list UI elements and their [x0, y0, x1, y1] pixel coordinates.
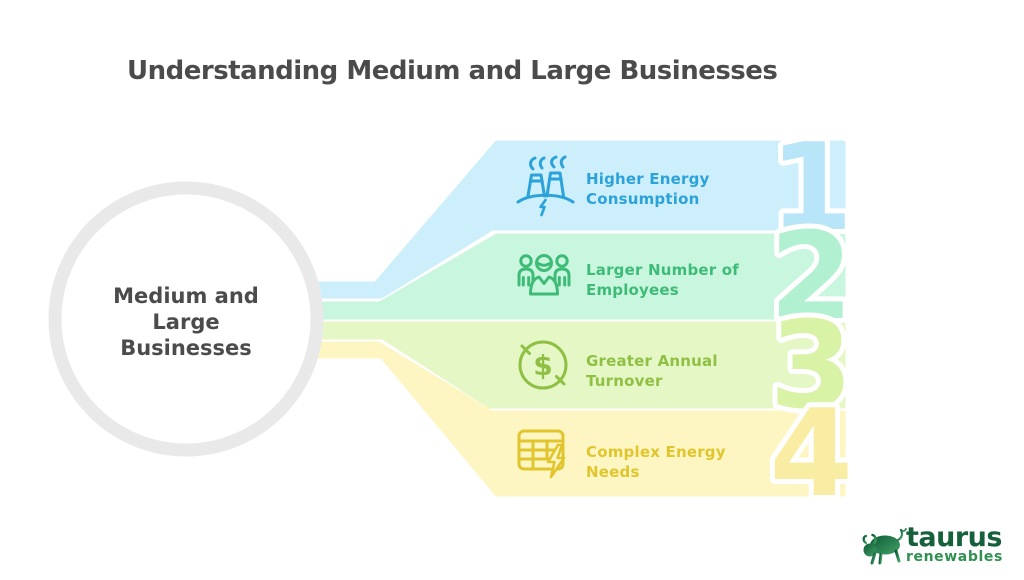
band-ribbon-4: [302, 341, 846, 497]
logo-subbrand-name: renewables: [906, 549, 1003, 565]
dollar-coin-icon: $: [518, 340, 568, 390]
band-ribbon-1: [302, 140, 846, 299]
page-title: Understanding Medium and Large Businesse…: [127, 56, 778, 86]
step-number-2: 2: [770, 208, 854, 347]
step-numbers: 1 2 3 4: [765, 114, 859, 529]
center-circle: [48, 181, 324, 457]
employees-group-icon: [517, 254, 571, 296]
taurus-renewables-logo: taurus renewables: [860, 524, 1024, 578]
step-number-4: 4: [770, 385, 854, 524]
step-number-3: 3: [770, 297, 854, 436]
band-label-greater-annual-turnover: Greater Annual Turnover: [586, 352, 718, 390]
factory-energy-icon: [516, 155, 575, 217]
energy-table-bolt-icon: [517, 429, 566, 479]
band-label-complex-energy-needs: Complex Energy Needs: [586, 443, 726, 481]
dollar-glyph: $: [533, 349, 552, 382]
logo-text: taurus renewables: [906, 524, 1003, 565]
step-number-1: 1: [770, 119, 854, 258]
band-label-larger-number-of-employees: Larger Number of Employees: [586, 261, 740, 299]
band-label-higher-energy-consumption: Higher Energy Consumption: [586, 170, 710, 208]
bull-logo-icon: [862, 528, 907, 565]
center-circle-label: Medium and Large Businesses: [113, 284, 259, 360]
logo-brand-name: taurus: [906, 522, 1002, 553]
